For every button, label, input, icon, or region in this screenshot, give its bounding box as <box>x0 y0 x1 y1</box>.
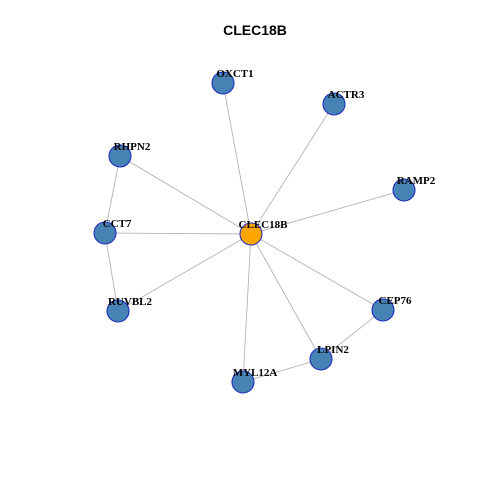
node-label-clec18b: CLEC18B <box>239 219 289 231</box>
nodes-layer <box>93 71 416 394</box>
edge-clec18b-lpin2 <box>250 233 322 360</box>
node-cep76[interactable] <box>371 298 395 322</box>
edge-clec18b-actr3 <box>250 103 335 235</box>
node-oxct1[interactable] <box>211 71 235 95</box>
edge-lpin2-myl12a <box>242 358 322 383</box>
node-label-ruvbl2: RUVBL2 <box>108 296 153 308</box>
node-lpin2[interactable] <box>309 347 333 371</box>
node-clec18b[interactable] <box>239 222 263 246</box>
node-myl12a[interactable] <box>231 370 255 394</box>
node-label-myl12a: MYL12A <box>233 367 278 379</box>
edge-clec18b-ramp2 <box>250 189 405 235</box>
edge-clec18b-cct7 <box>104 232 252 235</box>
node-label-cep76: CEP76 <box>379 295 413 307</box>
edge-clec18b-cep76 <box>250 233 384 311</box>
edge-clec18b-ruvbl2 <box>117 233 252 312</box>
edges-layer <box>104 82 405 383</box>
node-ramp2[interactable] <box>392 178 416 202</box>
edge-clec18b-rhpn2 <box>119 155 252 235</box>
edge-clec18b-myl12a <box>242 233 252 383</box>
node-actr3[interactable] <box>322 92 346 116</box>
edge-clec18b-oxct1 <box>222 82 252 235</box>
edge-rhpn2-cct7 <box>104 155 121 234</box>
node-label-cct7: CCT7 <box>103 218 132 230</box>
node-label-lpin2: LPIN2 <box>317 344 349 356</box>
node-cct7[interactable] <box>93 221 117 245</box>
edge-cct7-ruvbl2 <box>104 232 119 312</box>
node-label-oxct1: OXCT1 <box>216 68 253 80</box>
node-label-actr3: ACTR3 <box>328 89 365 101</box>
edge-cep76-lpin2 <box>320 309 384 360</box>
node-label-rhpn2: RHPN2 <box>114 141 151 153</box>
node-ruvbl2[interactable] <box>106 299 130 323</box>
node-label-ramp2: RAMP2 <box>397 175 436 187</box>
node-rhpn2[interactable] <box>108 144 132 168</box>
graph-title: CLEC18B <box>223 22 287 38</box>
